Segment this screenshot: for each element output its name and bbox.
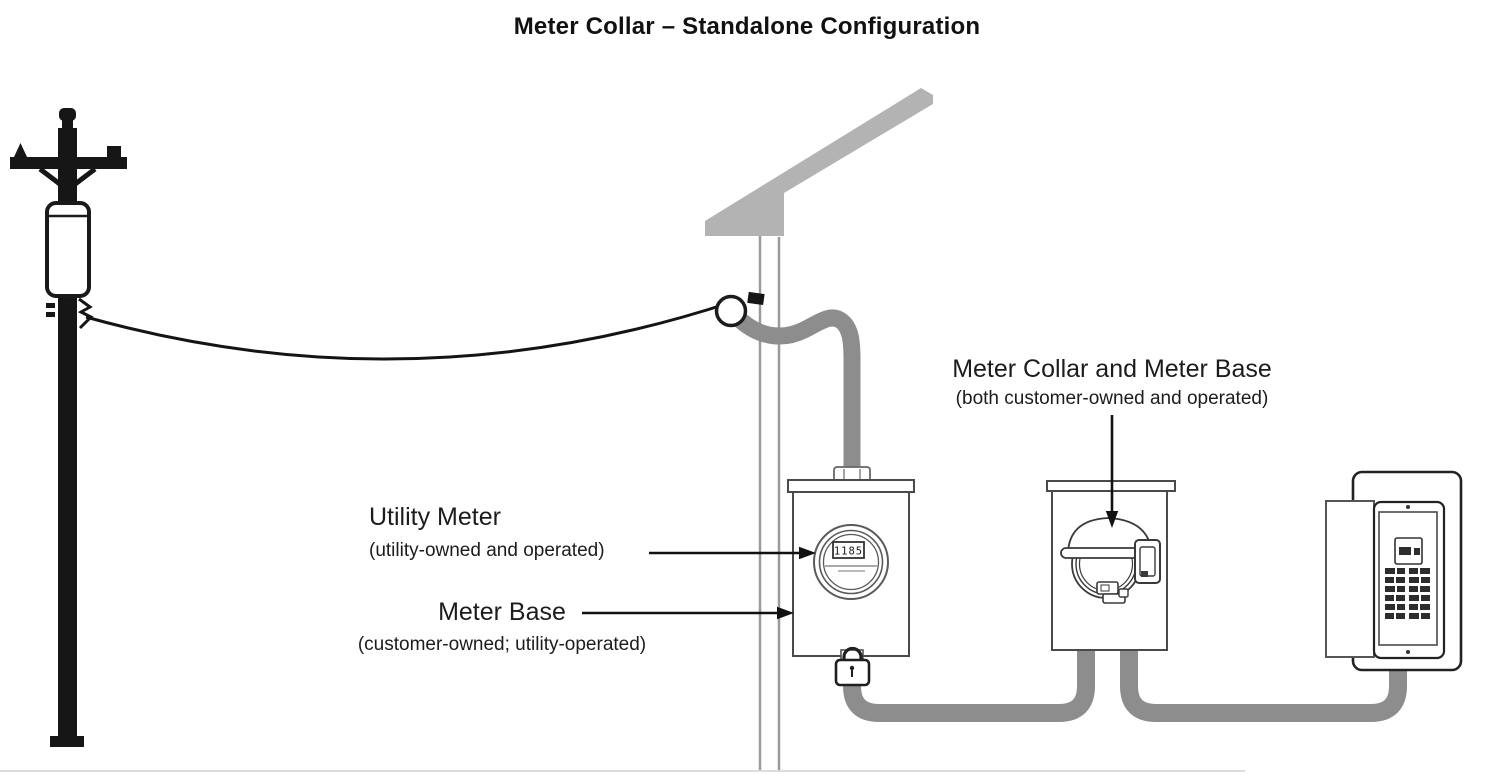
- meter-display-value: 1185: [834, 546, 863, 558]
- meter-base-box: 1185: [787, 479, 915, 687]
- transformer: [45, 201, 91, 298]
- meter-collar-arrow: [1105, 415, 1119, 528]
- wire-clamp: [77, 297, 94, 330]
- seal-padlock-icon: [834, 646, 871, 687]
- crossarm: [10, 157, 127, 169]
- utility-meter-label-subtitle: (utility-owned and operated): [369, 540, 605, 561]
- utility-meter-face: 1185: [813, 524, 889, 600]
- meter-collar-label-subtitle: (both customer-owned and operated): [955, 388, 1269, 409]
- attachment-insulator-icon: [714, 291, 765, 328]
- meter-collar-label: Meter Collar and Meter Base (both custom…: [930, 354, 1294, 410]
- meter-base-label: Meter Base (customer-owned; utility-oper…: [322, 597, 682, 656]
- meter-display: [832, 541, 865, 559]
- utility-meter-label-title: Utility Meter: [369, 503, 501, 531]
- meter-collar-label-title: Meter Collar and Meter Base: [952, 355, 1272, 383]
- collar-bottom-clip: [1096, 581, 1129, 604]
- service-drop-wire: [85, 300, 733, 361]
- meter-base-arrow: [582, 606, 794, 620]
- conduit-run-left: [843, 648, 1095, 722]
- utility-meter-label: Utility Meter (utility-owned and operate…: [369, 502, 605, 562]
- service-conduit: [729, 309, 861, 467]
- meter-base-label-title: Meter Base: [438, 598, 566, 626]
- meter-base-label-subtitle: (customer-owned; utility-operated): [357, 634, 647, 655]
- meter-collar-device: [1060, 517, 1161, 604]
- panel-door: [1325, 500, 1375, 658]
- roof: [705, 88, 933, 236]
- wall: [758, 235, 781, 770]
- insulator-left-icon: [14, 143, 27, 157]
- collar-side-box: [1134, 539, 1161, 584]
- breaker-panel: [1325, 470, 1463, 672]
- conduit-run-right: [1120, 648, 1407, 722]
- main-breaker: [1394, 537, 1423, 565]
- diagram-title: Meter Collar – Standalone Configuration: [513, 13, 981, 40]
- breaker-rows: [1385, 568, 1430, 619]
- utility-meter-arrow: [649, 546, 816, 560]
- annotation-arrows: [582, 415, 1119, 620]
- utility-pole: [10, 108, 127, 747]
- insulator-right-icon: [107, 146, 121, 157]
